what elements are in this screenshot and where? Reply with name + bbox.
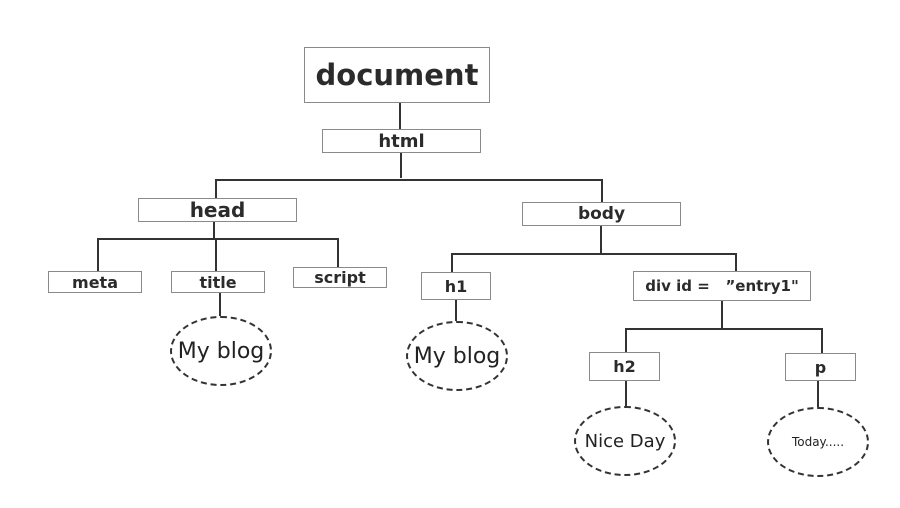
text-node-h2: Nice Day (574, 406, 676, 476)
node-body: body (522, 202, 681, 226)
node-title: title (171, 271, 265, 293)
node-html: html (322, 129, 481, 153)
text-node-p: Today..... (767, 407, 869, 477)
node-document: document (304, 47, 490, 103)
node-h2: h2 (589, 352, 660, 381)
node-h1: h1 (421, 272, 491, 300)
text-node-title: My blog (170, 316, 272, 386)
text-node-h1: My blog (406, 321, 508, 391)
node-script: script (293, 267, 387, 288)
node-head: head (138, 198, 297, 222)
node-div: div id = ”entry1" (633, 271, 811, 301)
node-meta: meta (48, 271, 142, 293)
node-p: p (785, 353, 856, 381)
